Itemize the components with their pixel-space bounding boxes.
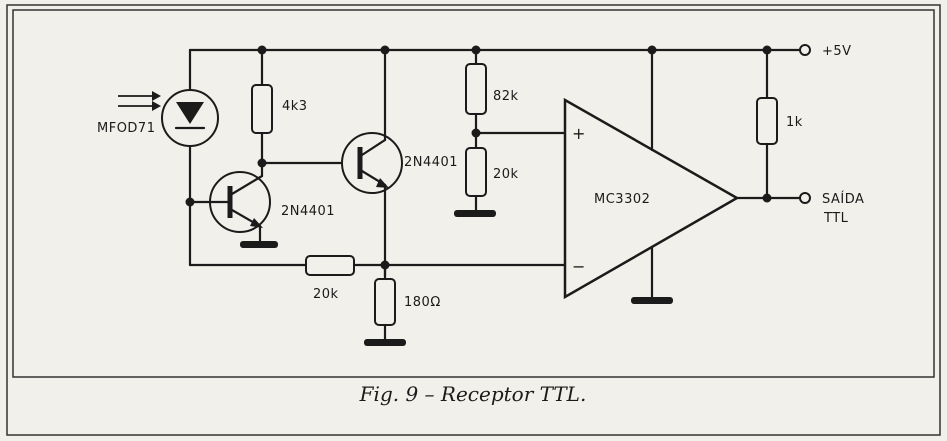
light-arrows: [118, 91, 161, 111]
opamp-ground-icon: [631, 297, 673, 304]
output-label-line1: SAÍDA: [822, 191, 864, 207]
q2-collector: [360, 138, 387, 157]
figure-frame: [6, 4, 941, 436]
resistor-4k3: [251, 84, 273, 134]
opamp-label: MC3302: [594, 192, 650, 207]
opamp-minus-label: −: [572, 257, 586, 276]
vcc-label: +5V: [822, 44, 852, 59]
resistor-180: [374, 278, 396, 326]
r4k3-label: 4k3: [282, 99, 308, 114]
q2-body: [341, 132, 403, 194]
resistor-20k-feedback: [305, 255, 355, 276]
resistor-1k: [756, 97, 778, 145]
q2-label: 2N4401: [404, 155, 458, 170]
photodiode-label: MFOD71: [97, 121, 155, 136]
r180-label: 180Ω: [404, 295, 441, 310]
q1-label: 2N4401: [281, 204, 335, 219]
photodiode-triangle: [176, 102, 204, 124]
q1-collector: [230, 174, 264, 196]
q1-ground-icon: [240, 241, 278, 248]
resistor-20k-divider: [465, 147, 487, 197]
divider-ground-icon: [454, 210, 496, 217]
r20k-div-label: 20k: [493, 167, 519, 182]
circuit-border: [12, 9, 935, 378]
r1k-label: 1k: [786, 115, 803, 130]
r20k-fb-label: 20k: [313, 287, 339, 302]
output-terminal: [799, 192, 811, 204]
resistor-82k: [465, 63, 487, 115]
vcc-terminal: [799, 44, 811, 56]
r180-ground-icon: [364, 339, 406, 346]
r82k-label: 82k: [493, 89, 519, 104]
junction-dots: [185, 45, 772, 270]
opamp-plus-label: +: [572, 124, 586, 143]
figure-caption: Fig. 9 – Receptor TTL.: [359, 382, 587, 406]
output-label-line2: TTL: [823, 211, 849, 226]
